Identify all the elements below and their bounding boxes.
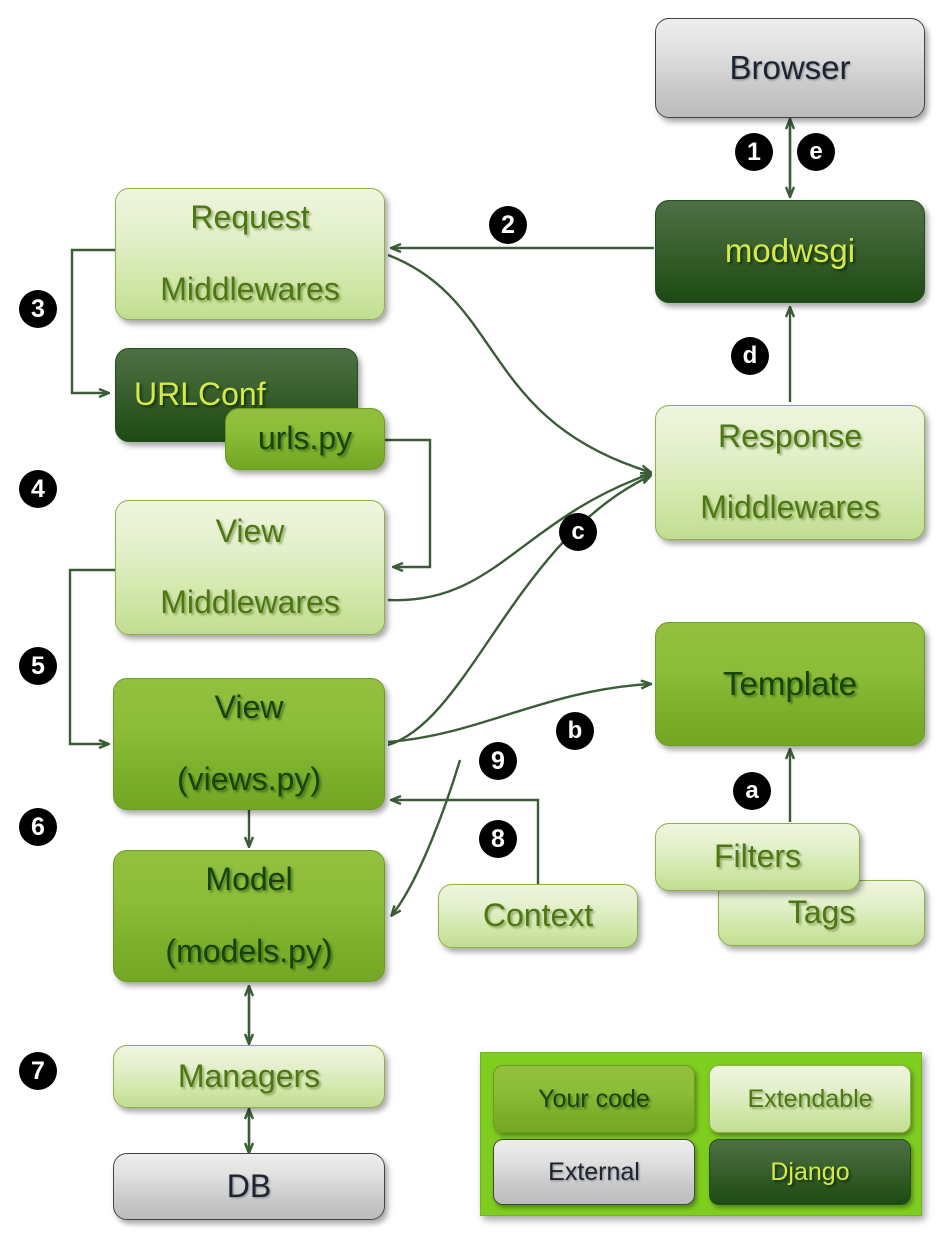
node-model[interactable]: Model (models.py) (113, 850, 385, 982)
badge-e-label: e (809, 138, 823, 165)
node-tags[interactable]: Tags (718, 880, 925, 946)
node-model-line1: Model (205, 861, 293, 898)
badge-8-label: 8 (491, 824, 505, 853)
node-context-label: Context (482, 897, 594, 934)
badge-3: 3 (19, 290, 57, 328)
badge-9-label: 9 (491, 746, 505, 775)
wire-context-to-model (392, 759, 462, 915)
legend-item-extendable-label: Extendable (747, 1085, 873, 1113)
node-context[interactable]: Context (438, 884, 638, 948)
node-model-line2: (models.py) (165, 932, 333, 969)
wire-view-to-template (387, 684, 650, 744)
badge-5: 5 (19, 647, 57, 685)
node-view-line1: View (214, 689, 284, 726)
node-request-middlewares[interactable]: Request Middlewares (115, 188, 385, 320)
node-browser[interactable]: Browser (655, 18, 925, 118)
badge-4: 4 (19, 470, 57, 508)
badge-3-label: 3 (31, 294, 45, 323)
node-db-label: DB (226, 1167, 272, 1204)
legend-item-your-code: Your code (493, 1065, 695, 1133)
wire-request-mw-to-urlconf (70, 248, 115, 393)
node-view-line2: (views.py) (176, 760, 321, 797)
node-view-middlewares[interactable]: View Middlewares (115, 500, 385, 635)
badge-2: 2 (489, 206, 527, 244)
badge-c-label: c (571, 518, 585, 545)
node-managers-label: Managers (177, 1057, 321, 1094)
node-request-middlewares-line2: Middlewares (160, 270, 340, 307)
badge-a: a (733, 772, 771, 810)
node-modwsgi[interactable]: modwsgi (655, 200, 925, 303)
badge-4-label: 4 (31, 474, 45, 503)
badge-d-label: d (742, 342, 758, 369)
badge-1-label: 1 (747, 137, 761, 166)
legend-item-extendable: Extendable (709, 1065, 911, 1133)
badge-5-label: 5 (31, 651, 45, 680)
wire-view-mw-to-response-mw (387, 474, 650, 602)
node-filters-label: Filters (713, 838, 802, 875)
badge-8: 8 (479, 820, 517, 858)
wire-urlspy-to-view-mw (385, 438, 432, 567)
legend-item-external: External (493, 1139, 695, 1205)
badge-c: c (559, 513, 597, 551)
legend-panel: Your code Extendable External Django (480, 1052, 922, 1216)
wire-context-to-view (392, 800, 540, 890)
node-response-middlewares-line2: Middlewares (700, 489, 880, 526)
wire-request-mw-to-response-mw (387, 253, 650, 472)
legend-item-external-label: External (548, 1158, 640, 1186)
node-urlspy[interactable]: urls.py (225, 408, 385, 470)
node-view-middlewares-line2: Middlewares (160, 584, 340, 621)
node-response-middlewares[interactable]: Response Middlewares (655, 405, 925, 540)
node-tags-label: Tags (787, 894, 856, 931)
badge-6-label: 6 (31, 812, 45, 841)
node-db[interactable]: DB (113, 1153, 385, 1220)
node-request-middlewares-line1: Request (190, 199, 310, 236)
node-view-middlewares-line1: View (215, 512, 285, 549)
node-filters[interactable]: Filters (655, 823, 860, 891)
node-urlconf-label: URLConf (134, 376, 266, 413)
node-modwsgi-label: modwsgi (724, 232, 856, 270)
legend-item-your-code-label: Your code (538, 1085, 650, 1113)
badge-1: 1 (735, 133, 773, 171)
badge-b-label: b (567, 717, 583, 744)
wire-view-to-response-mw (387, 476, 650, 747)
badge-6: 6 (19, 808, 57, 846)
node-template-label: Template (723, 664, 857, 702)
legend-item-django: Django (709, 1139, 911, 1205)
node-template[interactable]: Template (655, 622, 925, 746)
badge-b: b (556, 712, 594, 750)
node-managers[interactable]: Managers (113, 1045, 385, 1108)
badge-e: e (797, 133, 835, 171)
badge-2-label: 2 (501, 210, 515, 239)
badge-7-label: 7 (31, 1056, 45, 1085)
badge-d: d (731, 337, 769, 375)
node-browser-label: Browser (729, 48, 851, 86)
badge-9: 9 (479, 742, 517, 780)
node-response-middlewares-line1: Response (717, 417, 863, 454)
badge-7: 7 (19, 1052, 57, 1090)
badge-a-label: a (745, 777, 759, 804)
node-urlspy-label: urls.py (257, 420, 353, 457)
node-view[interactable]: View (views.py) (113, 678, 385, 810)
wire-view-mw-to-view (68, 568, 115, 744)
legend-item-django-label: Django (770, 1158, 850, 1186)
